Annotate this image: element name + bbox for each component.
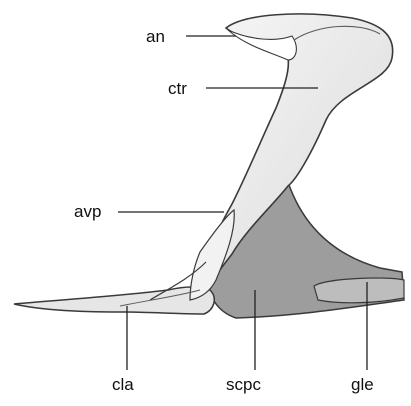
glenoid-facet [314,278,404,303]
label-cla: cla [112,376,134,393]
label-ctr: ctr [168,80,187,97]
label-avp: avp [74,203,101,220]
clavicle [14,287,214,314]
label-an: an [146,28,165,45]
label-scpc: scpc [226,376,261,393]
label-gle: gle [351,376,374,393]
